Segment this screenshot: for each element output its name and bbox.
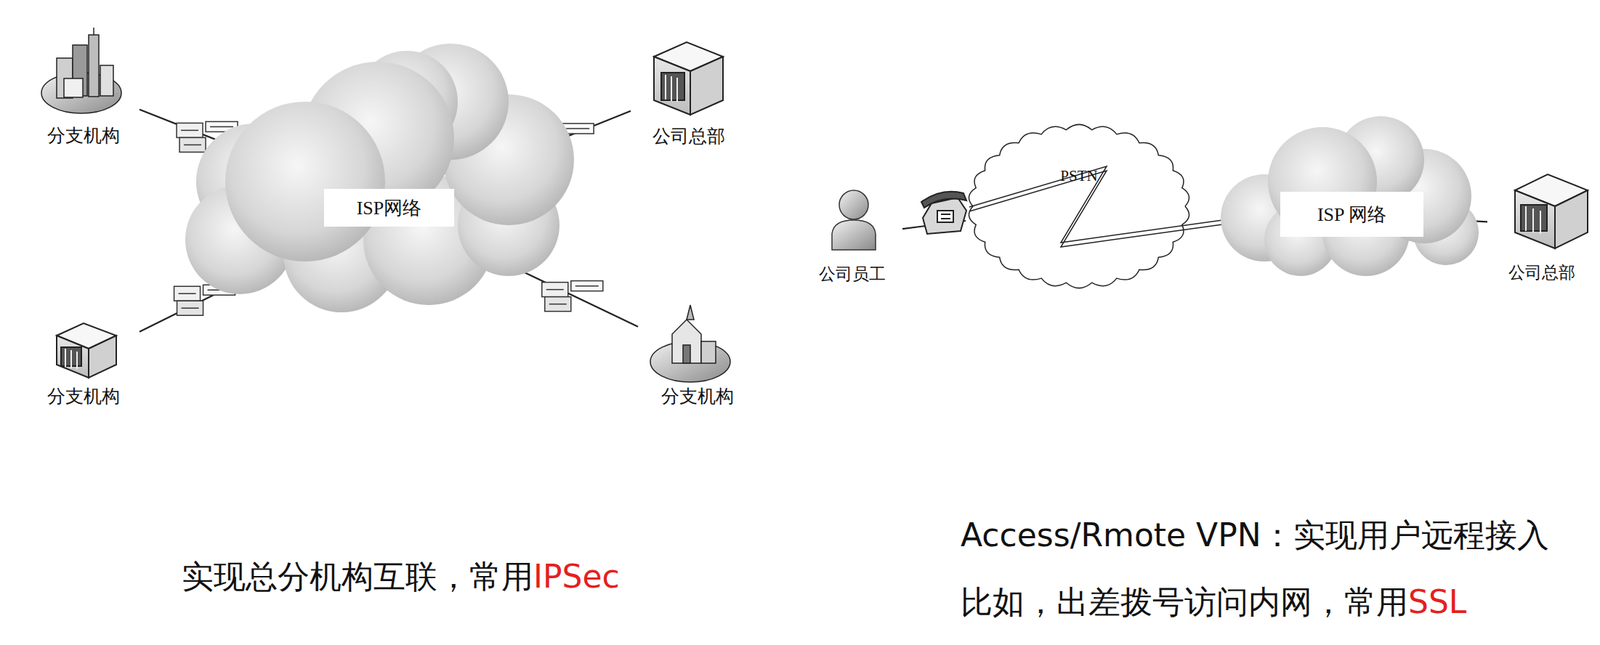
caption-text: Access/Rmote VPN：实现用户远程接入 (960, 516, 1550, 554)
building-icon (653, 42, 723, 115)
caption-line: Access/Rmote VPN：实现用户远程接入 (960, 514, 1550, 558)
node-label: 分支机构 (27, 123, 140, 148)
node-label: 公司总部 (1487, 261, 1596, 285)
city-icon (41, 27, 122, 114)
site-node: 分支机构 (637, 302, 758, 409)
site-node: 分支机构 (27, 27, 140, 148)
node-label: ISP网络 (356, 195, 423, 221)
building-icon (56, 323, 117, 378)
isp-cloud (185, 43, 575, 313)
person-icon (831, 190, 876, 250)
caption-text: 比如，出差拨号访问内网，常用 (960, 583, 1409, 621)
site-node: 公司员工 (801, 185, 903, 286)
node-label: 公司总部 (630, 124, 747, 149)
caption-text: 实现总分机构互联，常用 (181, 558, 534, 596)
site-node: 公司总部 (630, 27, 747, 149)
caption-line: 实现总分机构互联，常用IPSec (181, 555, 620, 599)
node-label: 分支机构 (637, 384, 758, 409)
isp-cloud (1220, 116, 1479, 277)
protocol-name: SSL (1408, 583, 1467, 621)
node-label: ISP 网络 (1317, 201, 1387, 228)
router-icon (542, 281, 604, 312)
church-icon (650, 305, 731, 383)
node-label: PSTN (965, 167, 1193, 186)
building-icon (1514, 174, 1588, 249)
site-node: 分支机构 (27, 310, 140, 409)
isp-label-box: ISP 网络 (1280, 191, 1424, 237)
protocol-name: IPSec (533, 558, 620, 596)
isp-label-box: ISP网络 (324, 188, 455, 227)
node-label: 公司员工 (801, 263, 903, 286)
telephone-icon (921, 191, 967, 234)
caption-line: 比如，出差拨号访问内网，常用SSL (960, 581, 1467, 625)
pstn-outline (965, 122, 1193, 291)
site-node: 公司总部 (1487, 165, 1596, 285)
node-label: 分支机构 (27, 384, 140, 409)
pstn-cloud: PSTN (965, 122, 1193, 291)
